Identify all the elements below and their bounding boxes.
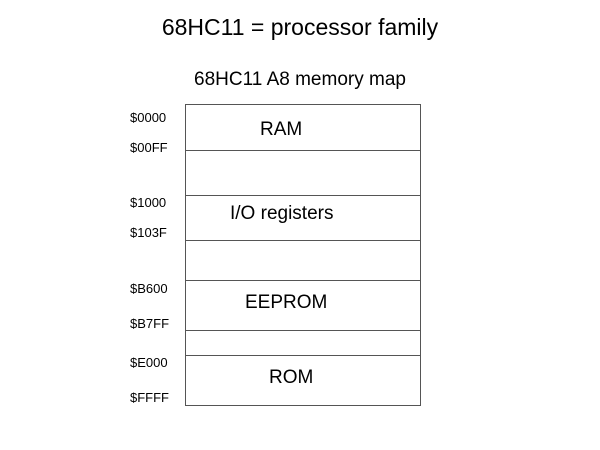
divider-ram-end xyxy=(186,150,420,151)
divider-io-start xyxy=(186,195,420,196)
region-label-io-registers: I/O registers xyxy=(230,203,334,224)
address-label: $E000 xyxy=(130,355,168,370)
divider-eeprom-start xyxy=(186,280,420,281)
address-label: $B7FF xyxy=(130,316,170,331)
divider-io-end xyxy=(186,240,420,241)
address-label: $FFFF xyxy=(130,390,169,405)
address-label: $0000 xyxy=(130,110,167,125)
memory-map-box: RAM I/O registers EEPROM ROM xyxy=(185,104,421,406)
diagram-title: 68HC11 = processor family xyxy=(161,14,439,40)
address-label: $1000 xyxy=(130,195,167,210)
address-label: $103F xyxy=(130,225,167,240)
memory-map-subtitle: 68HC11 A8 memory map xyxy=(194,69,406,90)
divider-rom-start xyxy=(186,355,420,356)
region-label-rom: ROM xyxy=(269,367,314,388)
address-label: $B600 xyxy=(130,281,168,296)
address-label: $00FF xyxy=(130,140,168,155)
region-label-ram: RAM xyxy=(260,119,303,140)
region-label-eeprom: EEPROM xyxy=(245,292,328,313)
divider-eeprom-end xyxy=(186,330,420,331)
